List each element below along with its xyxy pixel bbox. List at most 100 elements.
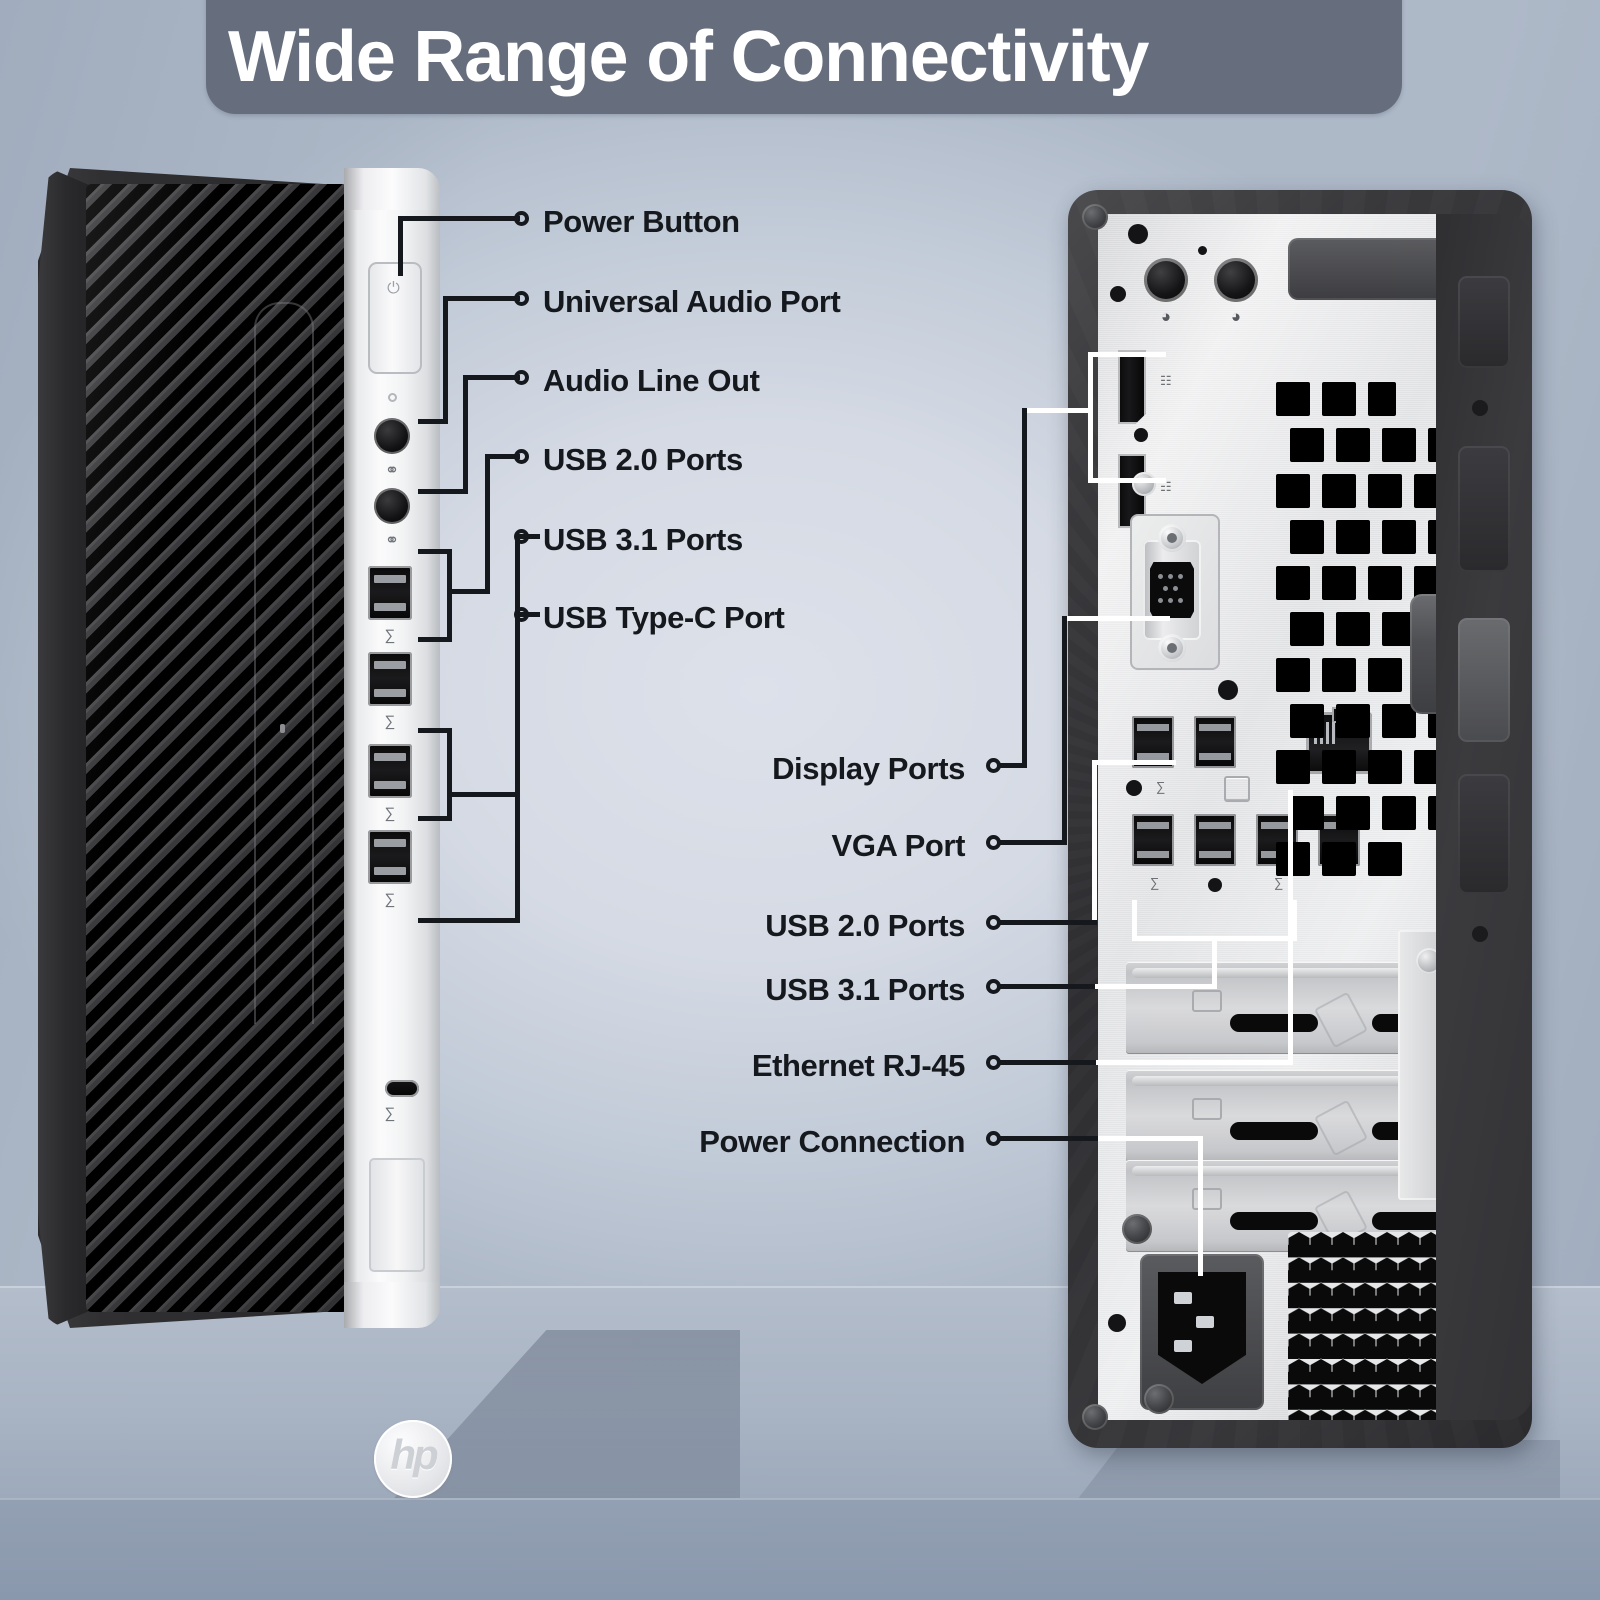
optical-drive-slot [369,1158,425,1272]
leader-rj45-hw [1092,1060,1292,1065]
leader-usb31-join [447,792,520,797]
leader-pwrconn-vw [1198,1136,1203,1276]
label-audio-line-out: Audio Line Out [543,363,760,398]
antenna-knockout-1 [1144,258,1188,302]
label-ethernet-rj45: Ethernet RJ-45 [751,1048,966,1083]
usb-superspeed-icon: ∑ [1274,875,1284,890]
front-usb20-port-1[interactable] [368,566,412,620]
displayport-icon: ☷ [1160,373,1172,388]
front-io-bottom-cap [344,1282,440,1328]
rear-usb20-port-1[interactable] [1132,716,1174,768]
leader-uap-h2 [443,296,520,301]
rear-usb31-port-2[interactable] [1194,814,1236,866]
antenna-knockout-2 [1214,258,1258,302]
frame-screw-bl [1082,1404,1108,1430]
rear-usb20-port-2[interactable] [1194,716,1236,768]
marker-rear-usb-20 [986,915,1001,930]
usb-type-c-port[interactable] [385,1080,419,1097]
plate-hole [1208,878,1222,892]
leader-dp-h [1000,763,1027,768]
label-front-usb-31: USB 3.1 Ports [543,522,743,557]
bezel-indent-4 [1458,774,1510,894]
leader-rusb31-hw [1092,984,1217,989]
hp-logo: hp [374,1420,452,1498]
expansion-slot-2 [1126,1070,1450,1162]
leader-rj45-vw [1288,790,1293,1065]
marker-audio-line-out [514,370,529,385]
marker-rear-usb-31 [986,979,1001,994]
front-usb20-port-2[interactable] [368,652,412,706]
front-grille [86,184,348,1312]
usb-superspeed-icon: ∑ [384,891,396,908]
marker-front-usb-31 [514,529,529,544]
leader-power-button-h [398,216,520,221]
marker-front-usb-20 [514,449,529,464]
label-rear-usb-20: USB 2.0 Ports [765,908,965,943]
bezel-indent-2 [1458,446,1510,572]
leader-dp-bracket-top [1088,352,1166,357]
pc-front-view: ⏻ ⚭ ⚭ ∑ ∑ ∑ ∑ ∑ hp [38,168,452,1498]
floor-lower-edge [0,1498,1600,1501]
rear-io-plate: ◕ ◕ ☷ ☷ [1098,214,1502,1420]
wifi-icon: ◕ [1160,307,1172,326]
page-title: Wide Range of Connectivity [228,17,1149,97]
leader-power-button-v [398,216,403,276]
plate-hole [1108,1314,1126,1332]
audio-line-out-jack[interactable] [374,488,410,524]
grille-sheen [86,184,348,1312]
label-rear-usb-31: USB 3.1 Ports [765,972,965,1007]
leader-alo-h2 [463,375,520,380]
front-usb31-port-2[interactable] [368,830,412,884]
plate-hole [1128,224,1148,244]
leader-dp-bracket-v [1088,352,1093,483]
label-usb-type-c: USB Type-C Port [543,600,785,635]
marker-universal-audio-port [514,291,529,306]
usb-superspeed-icon: ∑ [1150,875,1160,890]
usb-type-c-icon: ∑ [384,1105,396,1122]
leader-usb31-h-top [418,728,452,733]
marker-ethernet-rj45 [986,1055,1001,1070]
power-button[interactable]: ⏻ [368,262,422,374]
leader-usb20-bracket [447,549,452,642]
leader-rusb31-vw [1212,936,1217,988]
label-power-button: Power Button [543,204,740,239]
leader-dp-v [1022,408,1027,768]
leader-dp-bracket-bot [1088,478,1166,483]
grille-detail-dot [280,724,285,733]
leader-usb20-join [447,589,490,594]
leader-rusb20-h [1000,920,1097,925]
label-universal-audio-port: Universal Audio Port [543,284,841,319]
vga-screw-bottom [1158,634,1186,662]
rear-right-bezel [1436,214,1532,1420]
rear-vent-grid [1276,382,1492,942]
rear-usb31-port-1[interactable] [1132,814,1174,866]
leader-rusb20-hw [1092,760,1176,765]
label-vga-port: VGA Port [831,828,966,863]
plate-knockout [1224,776,1250,802]
usb-icon: ∑ [384,627,396,644]
leader-rusb31-h [1000,984,1095,989]
displayport-1[interactable] [1118,350,1146,424]
frame-screw-tl [1082,204,1108,230]
leader-uap-v [443,296,448,424]
leader-vga-v [1062,616,1067,842]
front-usb31-port-1[interactable] [368,744,412,798]
label-power-connection: Power Connection [699,1124,965,1159]
leader-rusb31-bracket-l [1132,900,1137,940]
displayport-icon: ☷ [1160,479,1172,494]
usb-icon: ∑ [384,713,396,730]
bezel-hole [1472,400,1488,416]
plate-hole [1134,428,1148,442]
expansion-slot-1 [1126,962,1450,1054]
headset-icon: ⚭ [384,461,400,480]
title-banner: Wide Range of Connectivity [206,0,1402,114]
leader-vga-h [1000,840,1067,845]
leader-usb31-bracket [447,728,452,821]
pc-rear-view: ◕ ◕ ☷ ☷ [1068,190,1532,1448]
universal-audio-jack[interactable] [374,418,410,454]
front-io-top-cap [344,168,440,210]
leader-usbc-v [515,612,520,923]
front-left-edge [38,168,90,1328]
vga-dsub-opening [1150,562,1194,618]
